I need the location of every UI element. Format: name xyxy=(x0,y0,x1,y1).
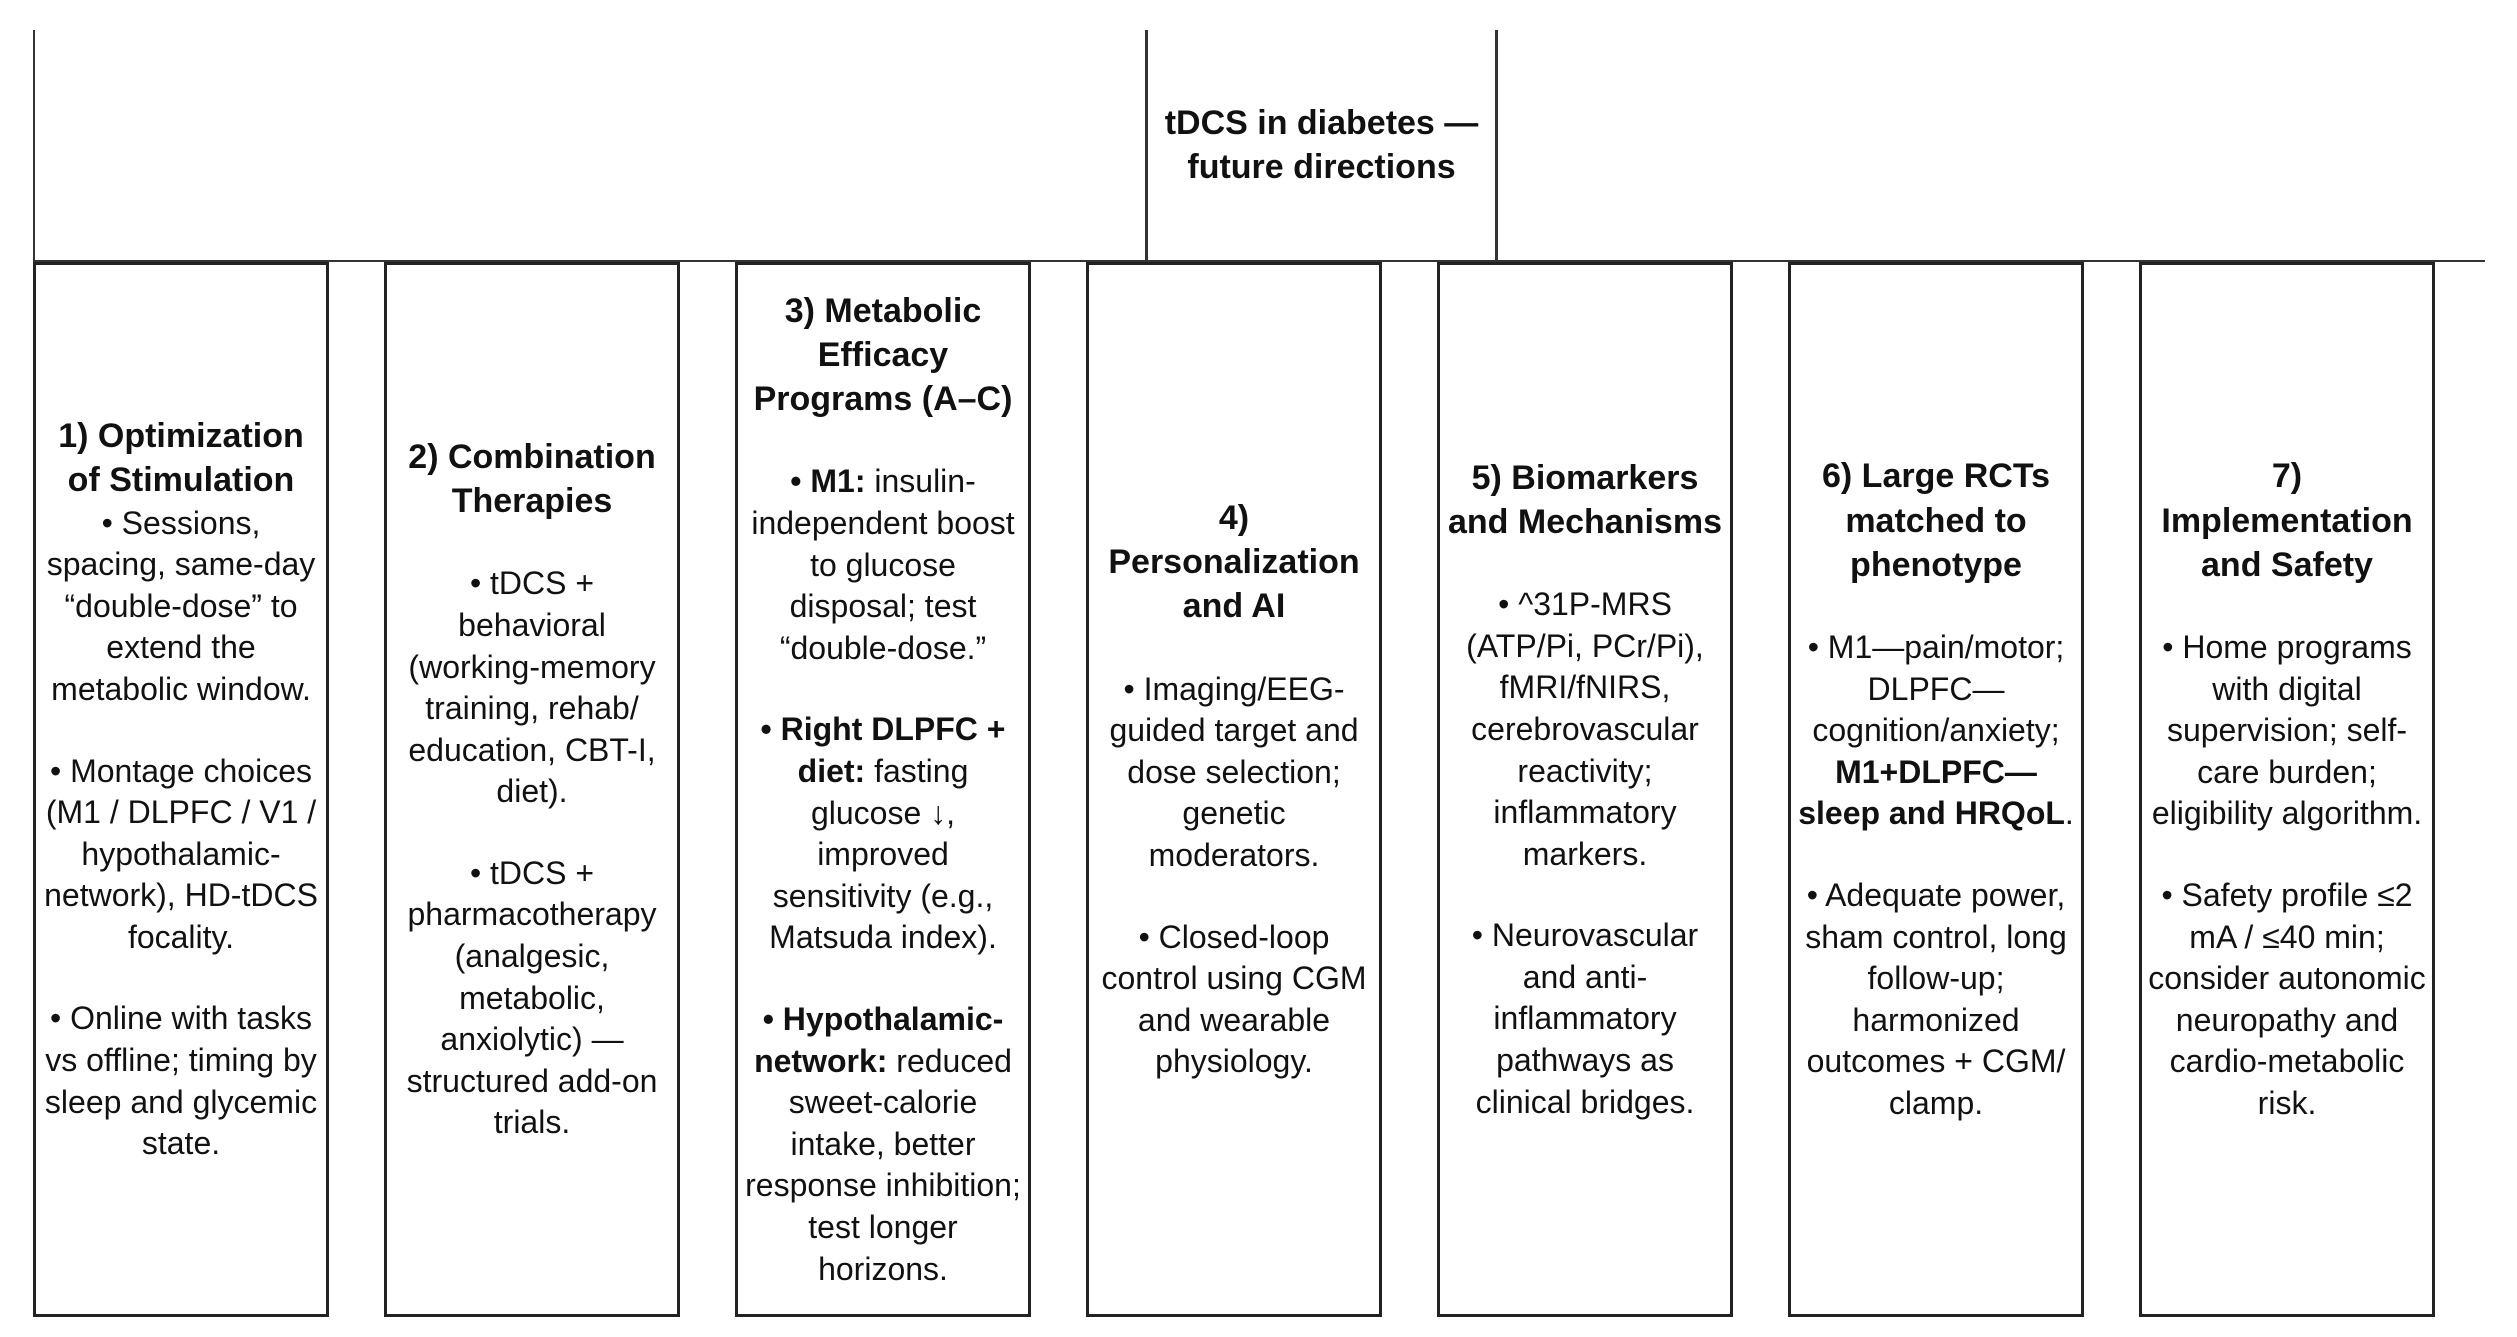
title-right-line xyxy=(1495,30,1498,262)
box-3-item-3-lead: • Hypothalamic-network: xyxy=(754,1000,1004,1079)
diagram-title: tDCS in diabetes — future directions xyxy=(1148,40,1495,250)
box-3-item-2-lead: • Right DLPFC + diet: xyxy=(760,711,1006,789)
box-4-item-1: • Imaging/EEG-guided target and dose sel… xyxy=(1109,670,1359,873)
box-7-item-1: • Home programs with digital supervision… xyxy=(2151,629,2423,832)
box-1-heading: 1) Optimization of Stimulation xyxy=(58,417,304,500)
box-1-item-1: • Sessions, spacing, same-day “double-do… xyxy=(46,504,316,707)
box-2-heading: 2) Combination Therapies xyxy=(408,437,656,521)
box-personalization-and-ai: 4) Personalization and AI • Imaging/EEG-… xyxy=(1086,262,1382,1317)
box-7-item-2: • Safety profile ≤2 mA / ≤40 min; consid… xyxy=(2148,876,2426,1121)
box-5-heading: 5) Biomarkers and Mechanisms xyxy=(1448,458,1722,541)
box-3-item-1-rest: insulin-independent boost to glucose dis… xyxy=(751,463,1015,666)
horizontal-connector xyxy=(33,260,2485,262)
title-left-line xyxy=(1145,30,1148,262)
box-large-rcts-matched-to-phenotype: 6) Large RCTs matched to phenotype • M1—… xyxy=(1788,262,2084,1317)
box-combination-therapies: 2) Combination Therapies • tDCS + behavi… xyxy=(384,262,680,1317)
box-1-item-3: • Online with tasks vs offline; timing b… xyxy=(44,1000,318,1162)
box-3-item-2-rest: fasting glucose ↓, improved sensitivity … xyxy=(769,753,997,956)
box-3-item-2: • Right DLPFC + diet: fasting glucose ↓,… xyxy=(744,709,1022,959)
box-1-item-2: • Montage choices (M1 / DLPFC / V1 / hyp… xyxy=(44,752,318,955)
box-2-item-1: • tDCS + behavioral (working-memory trai… xyxy=(408,565,656,810)
diagram-title-line2: future directions xyxy=(1187,148,1456,186)
box-3-item-1: • M1: insulin-independent boost to gluco… xyxy=(744,461,1022,669)
box-3-item-3-rest: reduced sweet-calorie intake, better res… xyxy=(745,1042,1021,1287)
box-6-item-1-plain: • M1—pain/motor; DLPFC—cognition/anxiety… xyxy=(1807,629,2065,749)
box-4-item-2: • Closed-loop control using CGM and wear… xyxy=(1101,918,1367,1080)
box-6-item-1: • M1—pain/motor; DLPFC—cognition/anxiety… xyxy=(1797,627,2075,835)
diagram-title-line1: tDCS in diabetes — xyxy=(1164,103,1479,142)
box-implementation-and-safety: 7) Implementation and Safety • Home prog… xyxy=(2139,262,2435,1317)
box-7-heading: 7) Implementation and Safety xyxy=(2161,457,2413,584)
box-6-item-2: • Adequate power, sham control, long fol… xyxy=(1805,876,2067,1121)
box-metabolic-efficacy-programs: 3) Metabolic Efficacy Programs (A–C) • M… xyxy=(735,262,1031,1317)
box-optimization-of-stimulation: 1) Optimization of Stimulation • Session… xyxy=(33,262,329,1317)
box-4-heading: 4) Personalization and AI xyxy=(1108,499,1360,626)
box-2-item-2: • tDCS + pharmacotherapy (analgesic, met… xyxy=(406,854,658,1141)
box-3-item-1-lead: • M1: xyxy=(790,463,866,500)
box-5-item-1: • ^31P-MRS (ATP/Pi, PCr/Pi), fMRI/fNIRS,… xyxy=(1466,586,1704,872)
box-6-heading: 6) Large RCTs matched to phenotype xyxy=(1822,457,2050,584)
box-5-item-2: • Neurovascular and anti-inflammatory pa… xyxy=(1471,917,1699,1120)
left-guide-line xyxy=(33,30,35,262)
box-6-item-1-bold: M1+DLPFC—sleep and HRQoL xyxy=(1798,753,2065,832)
box-3-item-3: • Hypothalamic-network: reduced sweet-ca… xyxy=(744,999,1022,1290)
box-6-item-1-end: . xyxy=(2064,795,2074,832)
box-3-heading: 3) Metabolic Efficacy Programs (A–C) xyxy=(753,291,1013,419)
box-biomarkers-and-mechanisms: 5) Biomarkers and Mechanisms • ^31P-MRS … xyxy=(1437,262,1733,1317)
